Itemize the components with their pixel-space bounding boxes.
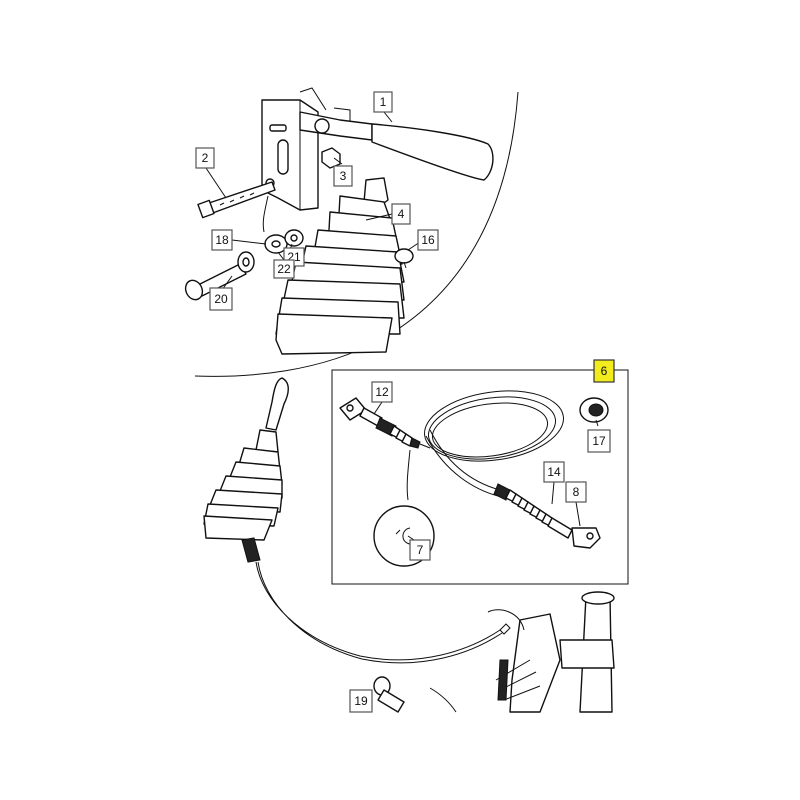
callout-17: 17: [587, 429, 611, 453]
lower-gaiter: [203, 429, 283, 541]
lever-cable-assembly: [203, 377, 511, 664]
short-lever: [265, 377, 289, 431]
leader-lines: [205, 111, 599, 541]
coiled-cable: [424, 390, 564, 497]
bolt-19: [373, 676, 405, 713]
callout-1: 1: [373, 91, 393, 113]
callout-19-label: 19: [354, 694, 368, 708]
callout-19: 19: [349, 689, 373, 713]
callout-16-label: 16: [421, 233, 435, 247]
callout-6-label: 6: [601, 364, 608, 378]
kit-frame: [331, 369, 629, 585]
lever-gaiter: [275, 177, 405, 355]
callout-12-label: 12: [375, 385, 389, 399]
clip-16: [394, 248, 414, 269]
callout-7: 7: [409, 539, 431, 561]
callout-6: 6: [593, 359, 615, 383]
bolt-20: [184, 251, 255, 301]
cable-end-lower: [493, 483, 601, 549]
callout-22: 22: [273, 259, 295, 279]
callout-4: 4: [391, 203, 411, 225]
callout-14: 14: [543, 461, 565, 483]
callout-8-label: 8: [573, 485, 580, 499]
callout-2-label: 2: [202, 151, 209, 165]
cable-kit-panel: [331, 369, 629, 585]
lever-handle: [371, 123, 494, 181]
callout-12: 12: [371, 381, 393, 403]
callout-16: 16: [417, 229, 439, 251]
callout-1-label: 1: [380, 95, 387, 109]
callout-17-label: 17: [592, 434, 606, 448]
grommet-17: [579, 397, 609, 423]
callout-4-label: 4: [398, 207, 405, 221]
callout-8: 8: [565, 481, 587, 503]
bolt-2: [197, 181, 276, 219]
handbrake-lever-assembly: [184, 87, 519, 377]
callout-20-label: 20: [214, 292, 228, 306]
callout-2: 2: [195, 147, 215, 169]
callout-7-label: 7: [417, 543, 424, 557]
callout-18-label: 18: [215, 233, 229, 247]
callout-14-label: 14: [547, 465, 561, 479]
brake-linkage-mechanism: [373, 591, 615, 713]
callout-20: 20: [209, 287, 233, 311]
cable-end-upper: [339, 397, 431, 449]
brake-cable-lower: [255, 561, 503, 664]
nut-3: [321, 147, 341, 169]
callout-22-label: 22: [277, 262, 291, 276]
washer-stack: [264, 229, 304, 254]
callout-18: 18: [211, 229, 233, 251]
callout-3: 3: [333, 165, 353, 187]
callout-3-label: 3: [340, 169, 347, 183]
